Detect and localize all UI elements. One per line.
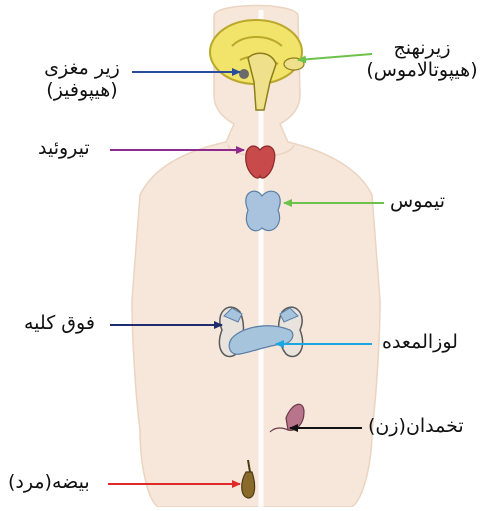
testis-label: بیضه(مرد) xyxy=(8,472,90,494)
thyroid-label: تیروئید xyxy=(38,138,90,160)
pituitary-label: زیر مغزی (هیپوفیز) xyxy=(32,58,132,102)
thymus-label: تیموس xyxy=(390,191,445,213)
pancreas-label: لوزالمعده xyxy=(382,332,458,354)
thymus-gland xyxy=(246,191,280,231)
adrenal-label: فوق کلیه xyxy=(24,313,95,335)
hypothalamus-label-line2: (هیپوتالاموس) xyxy=(352,60,492,82)
hypothalamus-label: زیرنهنج (هیپوتالاموس) xyxy=(352,38,492,82)
pituitary-label-line2: (هیپوفیز) xyxy=(32,80,132,102)
pituitary-label-line1: زیر مغزی xyxy=(32,58,132,80)
hypothalamus-label-line1: زیرنهنج xyxy=(352,38,492,60)
ovary-label: تخمدان(زن) xyxy=(368,416,464,438)
